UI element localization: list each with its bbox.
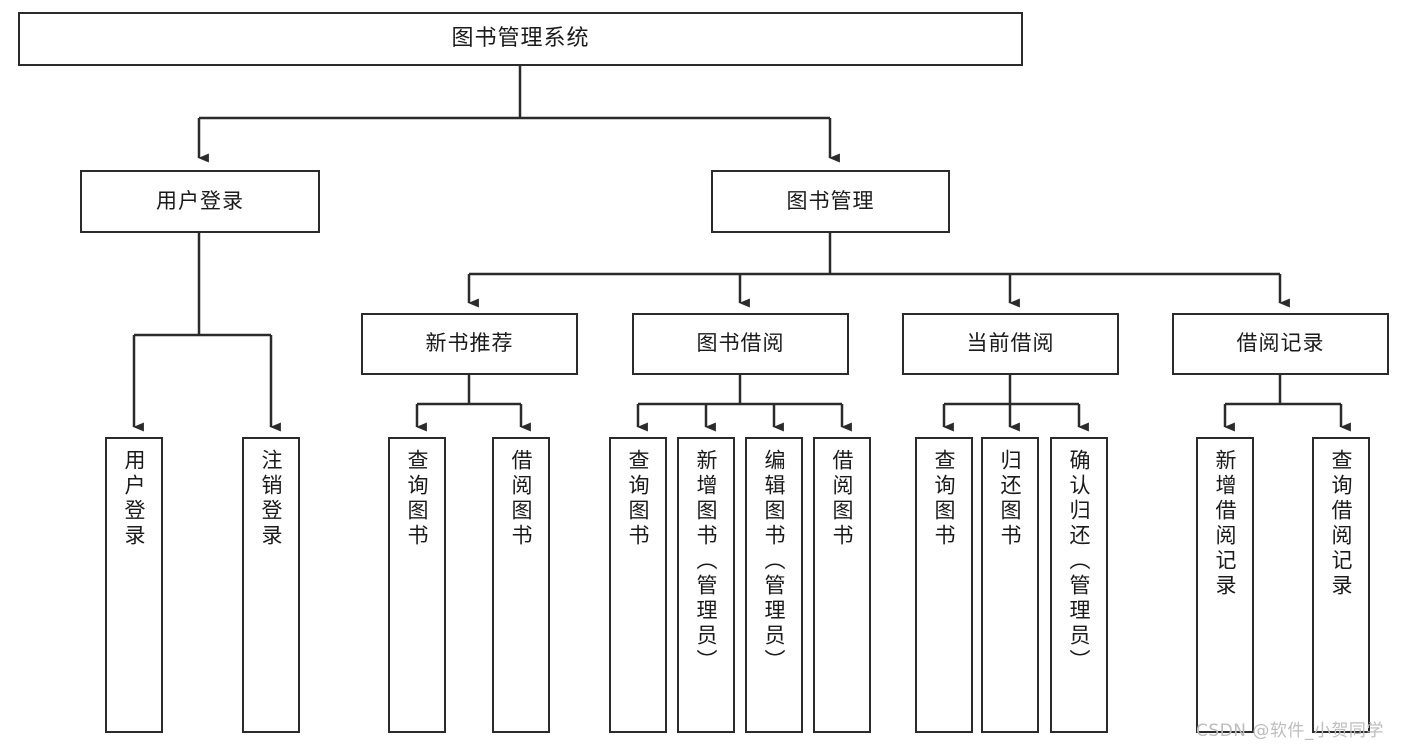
- node-root[interactable]: 图书管理系统: [18, 12, 1023, 66]
- node-book-management-label: 图书管理: [786, 188, 875, 213]
- leaf-label: 确认归还（管理员）: [1067, 449, 1092, 674]
- leaf-borrow-add-book-admin[interactable]: 新增图书（管理员）: [677, 437, 735, 733]
- leaf-current-confirm-return-admin[interactable]: 确认归还（管理员）: [1050, 437, 1108, 733]
- leaf-login-user-login[interactable]: 用户登录: [105, 437, 163, 733]
- leaf-label: 用户登录: [122, 449, 147, 549]
- leaf-label: 借阅图书: [509, 449, 534, 549]
- leaf-borrow-edit-book-admin[interactable]: 编辑图书（管理员）: [745, 437, 803, 733]
- leaf-record-query-borrow-record[interactable]: 查询借阅记录: [1312, 437, 1370, 733]
- node-root-label: 图书管理系统: [451, 25, 590, 51]
- leaf-record-add-borrow-record[interactable]: 新增借阅记录: [1196, 437, 1254, 733]
- leaf-label: 借阅图书: [830, 449, 855, 549]
- node-book-management[interactable]: 图书管理: [711, 170, 950, 233]
- leaf-login-logout[interactable]: 注销登录: [242, 437, 300, 733]
- leaf-borrow-borrow-book[interactable]: 借阅图书: [813, 437, 871, 733]
- node-book-borrow-label: 图书借阅: [696, 331, 785, 356]
- node-borrow-record[interactable]: 借阅记录: [1172, 313, 1389, 375]
- node-current-borrow-label: 当前借阅: [966, 331, 1055, 356]
- node-book-borrow[interactable]: 图书借阅: [632, 313, 849, 375]
- node-new-book-recommend[interactable]: 新书推荐: [361, 313, 578, 375]
- leaf-newbook-borrow-book[interactable]: 借阅图书: [492, 437, 550, 733]
- leaf-label: 查询借阅记录: [1329, 449, 1354, 599]
- leaf-label: 查询图书: [405, 449, 430, 549]
- leaf-label: 注销登录: [259, 449, 284, 549]
- leaf-label: 编辑图书（管理员）: [762, 449, 787, 674]
- node-new-book-recommend-label: 新书推荐: [425, 331, 514, 356]
- leaf-label: 归还图书: [998, 449, 1023, 549]
- node-user-login[interactable]: 用户登录: [80, 170, 320, 233]
- leaf-label: 新增借阅记录: [1213, 449, 1238, 599]
- node-borrow-record-label: 借阅记录: [1236, 331, 1325, 356]
- leaf-current-return-book[interactable]: 归还图书: [981, 437, 1039, 733]
- leaf-label: 查询图书: [932, 449, 957, 549]
- leaf-current-query-book[interactable]: 查询图书: [915, 437, 973, 733]
- leaf-label: 查询图书: [626, 449, 651, 549]
- node-current-borrow[interactable]: 当前借阅: [902, 313, 1119, 375]
- leaf-label: 新增图书（管理员）: [694, 449, 719, 674]
- leaf-borrow-query-book[interactable]: 查询图书: [609, 437, 667, 733]
- csdn-watermark: CSDN @软件_小贺同学: [1196, 721, 1384, 741]
- node-user-login-label: 用户登录: [156, 188, 244, 213]
- leaf-newbook-query-book[interactable]: 查询图书: [388, 437, 446, 733]
